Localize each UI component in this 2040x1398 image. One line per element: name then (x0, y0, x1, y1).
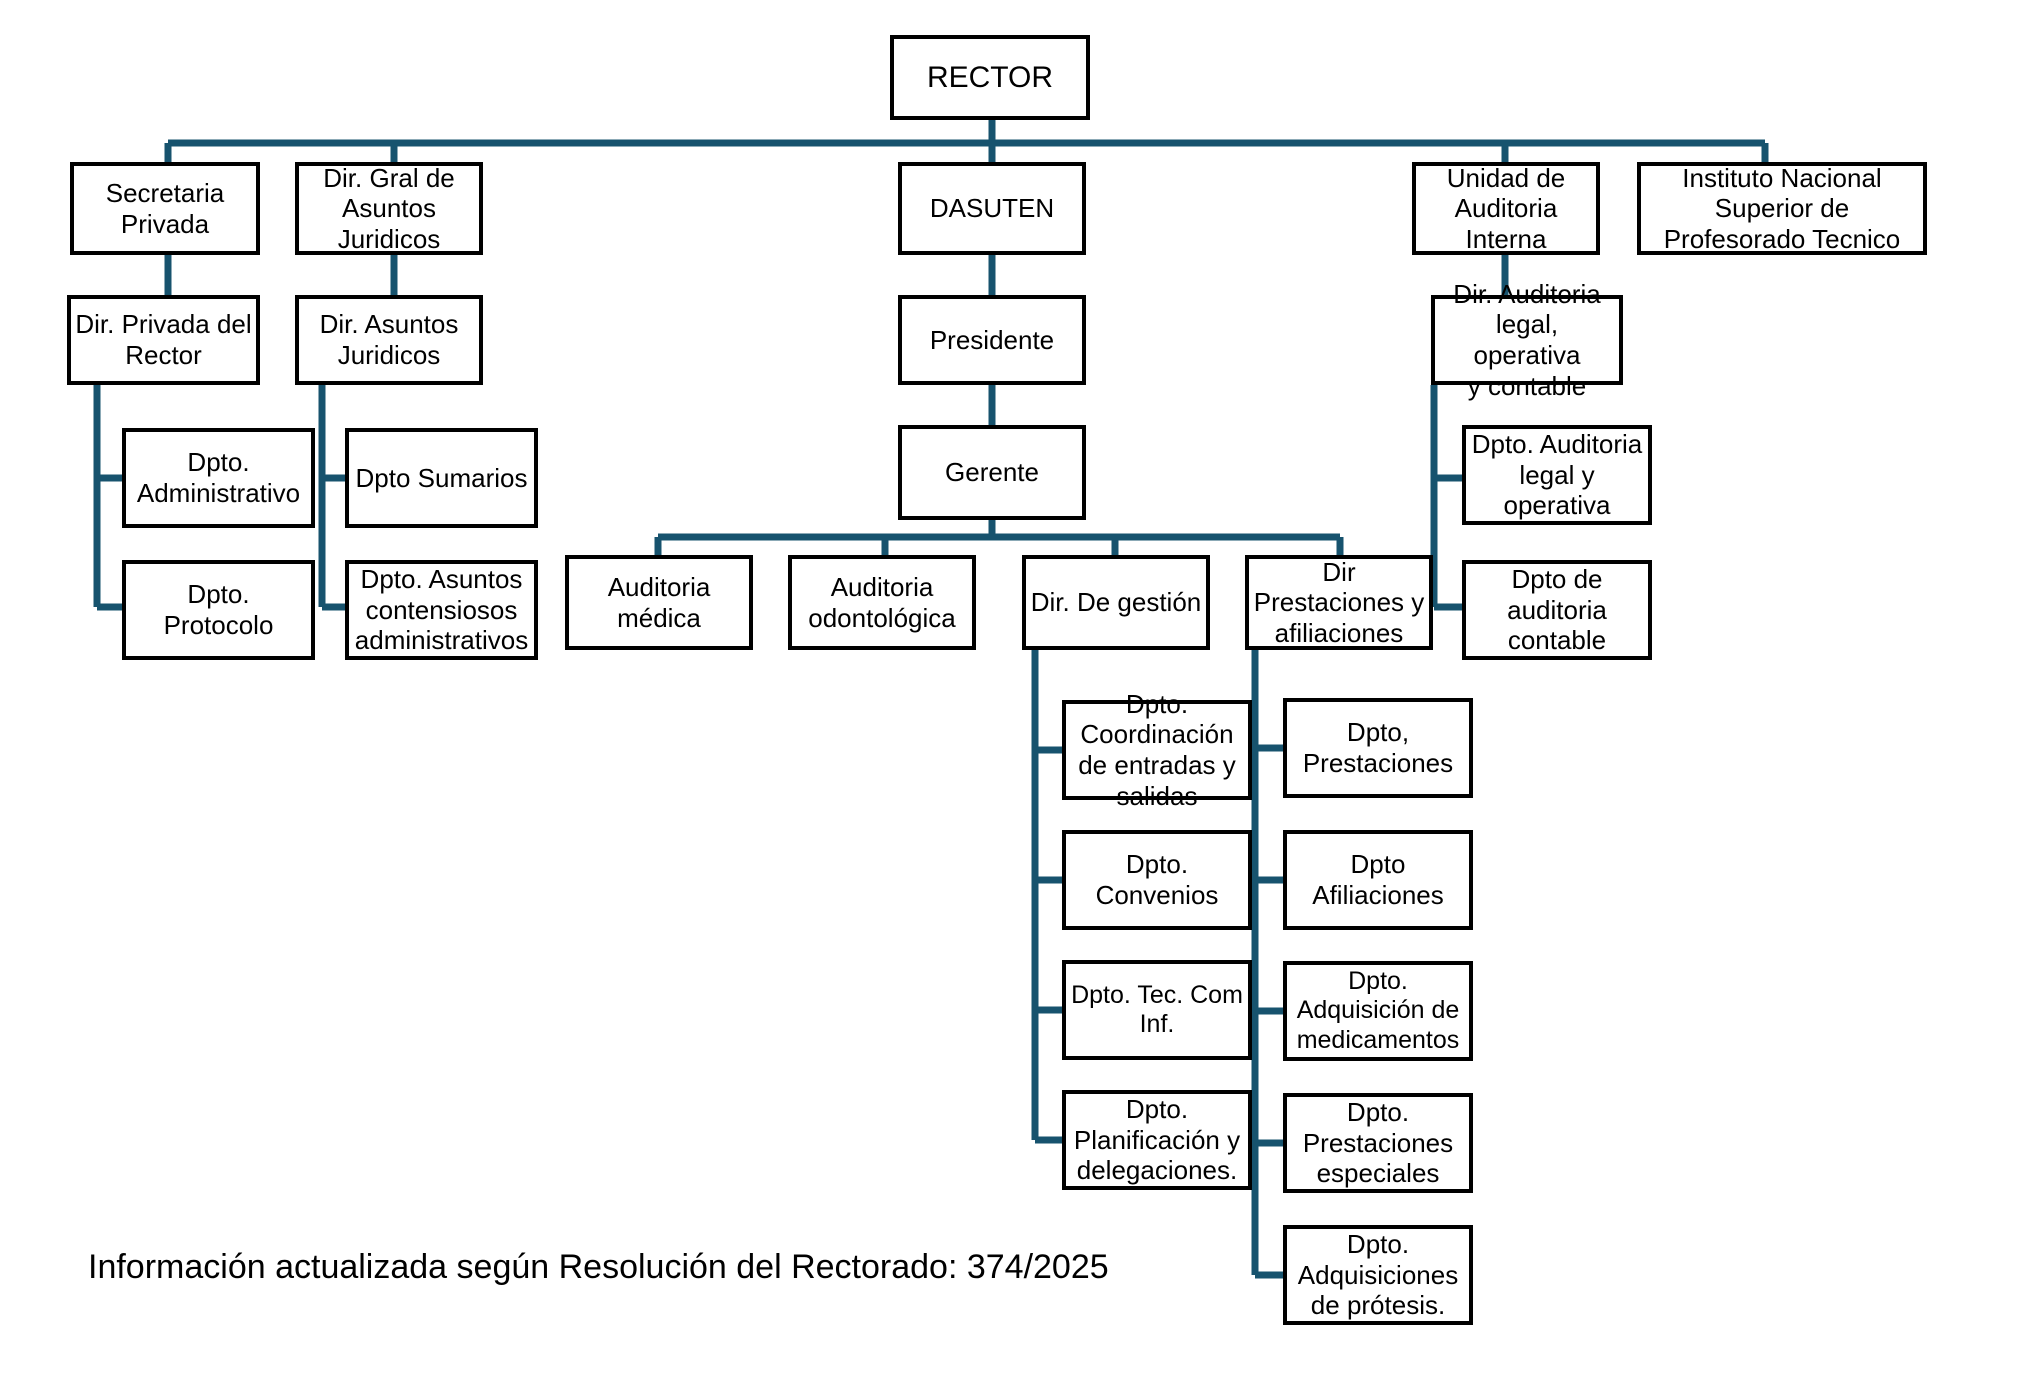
node-dir-asuntos-juridicos[interactable]: Dir. Asuntos Juridicos (295, 295, 483, 385)
node-dir-auditoria-legal-operativa-contable[interactable]: Dir. Auditoria legal, operativa y contab… (1431, 279, 1623, 401)
node-presidente[interactable]: Presidente (898, 295, 1086, 385)
node-dpto-administrativo[interactable]: Dpto. Administrativo (122, 428, 315, 528)
node-dpto-tec-com-inf[interactable]: Dpto. Tec. Com Inf. (1062, 960, 1252, 1060)
node-dpto-afiliaciones[interactable]: Dpto Afiliaciones (1283, 830, 1473, 930)
node-dpto-adquisicion-de-medicamentos[interactable]: Dpto. Adquisición de medicamentos (1283, 961, 1473, 1061)
node-dpto-de-auditoria-contable[interactable]: Dpto de auditoria contable (1462, 560, 1652, 660)
node-dpto-planificacion-y-delegaciones[interactable]: Dpto. Planificación y delegaciones. (1062, 1090, 1252, 1190)
node-auditoria-odontologica[interactable]: Auditoria odontológica (788, 555, 976, 650)
node-gerente[interactable]: Gerente (898, 425, 1086, 520)
node-dpto-protocolo[interactable]: Dpto. Protocolo (122, 560, 315, 660)
node-unidad-auditoria-interna[interactable]: Unidad de Auditoria Interna (1412, 162, 1600, 255)
node-dpto-adquisiciones-de-protesis[interactable]: Dpto. Adquisiciones de prótesis. (1283, 1225, 1473, 1325)
node-dpto-prestaciones-especiales[interactable]: Dpto. Prestaciones especiales (1283, 1093, 1473, 1193)
node-dpto-convenios[interactable]: Dpto. Convenios (1062, 830, 1252, 930)
node-dir-de-gestion[interactable]: Dir. De gestión (1022, 555, 1210, 650)
node-dpto-asuntos-contensiosos-administrativos[interactable]: Dpto. Asuntos contensiosos administrativ… (345, 560, 538, 660)
node-secretaria-privada[interactable]: Secretaria Privada (70, 162, 260, 255)
node-dir-prestaciones-y-afiliaciones[interactable]: Dir Prestaciones y afiliaciones (1245, 555, 1433, 650)
node-dir-privada-del-rector[interactable]: Dir. Privada del Rector (67, 295, 260, 385)
node-dpto-prestaciones[interactable]: Dpto, Prestaciones (1283, 698, 1473, 798)
node-dir-gral-asuntos-juridicos[interactable]: Dir. Gral de Asuntos Juridicos (295, 162, 483, 255)
node-instituto-nacional-superior[interactable]: Instituto Nacional Superior de Profesora… (1637, 162, 1927, 255)
node-rector[interactable]: RECTOR (890, 35, 1090, 120)
node-dasuten[interactable]: DASUTEN (898, 162, 1086, 255)
node-dpto-sumarios[interactable]: Dpto Sumarios (345, 428, 538, 528)
node-auditoria-medica[interactable]: Auditoria médica (565, 555, 753, 650)
node-dpto-coordinacion-entradas-salidas[interactable]: Dpto. Coordinación de entradas y salidas (1062, 689, 1252, 811)
chart-caption: Información actualizada según Resolución… (88, 1248, 1109, 1286)
node-dpto-auditoria-legal-y-operativa[interactable]: Dpto. Auditoria legal y operativa (1462, 425, 1652, 525)
